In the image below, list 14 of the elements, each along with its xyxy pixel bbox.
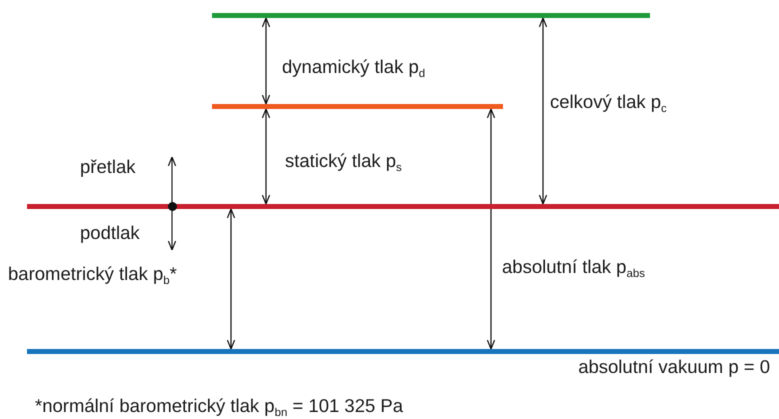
double-arrow [486,108,496,350]
direction-label: přetlak [80,158,136,176]
edge-label: absolutní tlak p$_{abs}$ [502,258,645,276]
double-arrow [538,17,548,205]
double-arrow [226,208,236,350]
edge-label: barometrický tlak p$_{b}$* [8,265,177,284]
double-arrow [262,17,270,105]
direction-label: podtlak [80,224,140,242]
level-label: absolutní vakuum p = 0 [578,358,770,376]
edge-label: statický tlak p$_{s}$ [285,152,402,170]
footnote: *normální barometrický tlak p$_{bn}$ = 101 325 Pa [35,397,404,416]
edge-label: celkový tlak p$_{c}$ [550,93,667,112]
edge-label: dynamický tlak p$_{d}$ [282,58,426,76]
double-arrow [262,108,270,205]
